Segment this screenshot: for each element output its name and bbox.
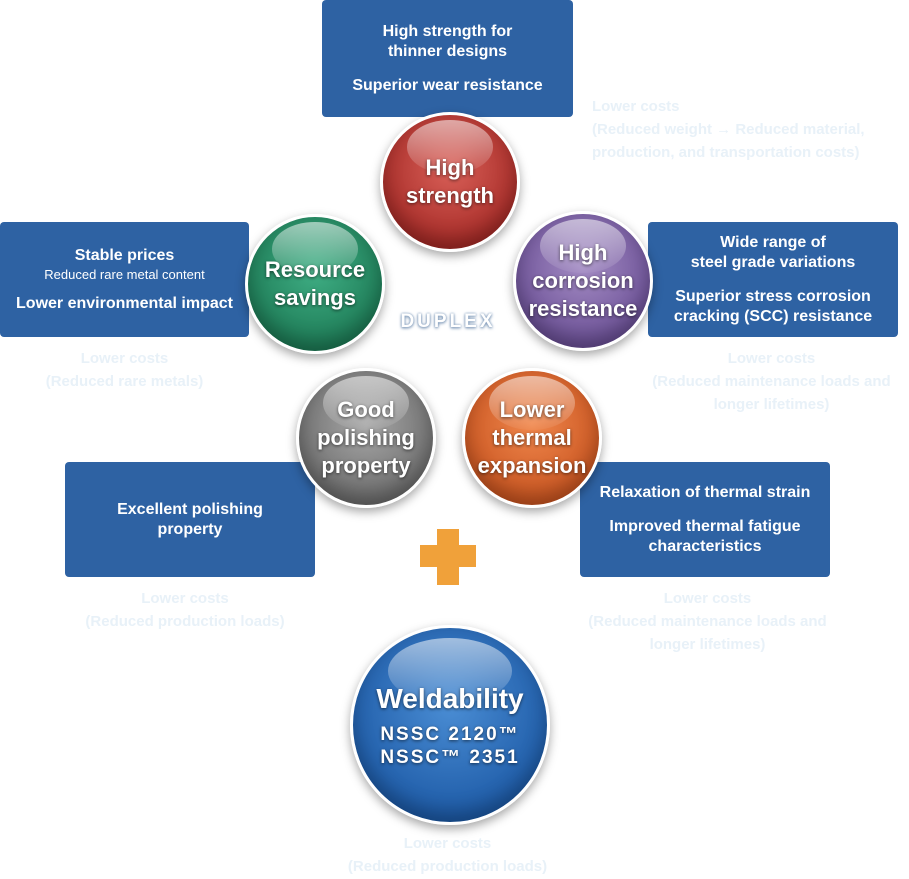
corrosion-line-3: resistance xyxy=(528,296,638,321)
note-bottom-left-line-2: (Reduced production loads) xyxy=(85,613,285,630)
bottom-right-box-line-3: characteristics xyxy=(648,537,762,555)
thermal-line-2: thermal xyxy=(492,425,572,450)
top-box-line-2: thinner designs xyxy=(387,42,508,60)
weldability-circle: Weldability NSSC 2120™ NSSC™ 2351 xyxy=(350,625,550,825)
resource-line-1: Resource xyxy=(264,257,366,282)
corrosion-resistance-circle: High corrosion resistance xyxy=(513,211,653,351)
note-right: Lower costs (Reduced maintenance loads a… xyxy=(634,347,909,416)
top-box-line-3: Superior wear resistance xyxy=(352,76,543,94)
note-bottom: Lower costs (Reduced production loads) xyxy=(315,832,580,878)
right-box-line-4: cracking (SCC) resistance xyxy=(673,307,873,325)
corrosion-line-2: corrosion xyxy=(532,268,634,293)
note-left-line-1: Lower costs xyxy=(80,350,169,367)
right-box-line-1: Wide range of xyxy=(720,233,826,251)
note-bottom-right-line-2: (Reduced maintenance loads and xyxy=(588,613,827,630)
note-left-line-2: (Reduced rare metals) xyxy=(45,373,204,390)
resource-benefits-box: Stable prices Reduced rare metal content… xyxy=(0,222,249,337)
high-strength-circle: High strength xyxy=(380,112,520,252)
weldability-line-2: NSSC™ 2351 xyxy=(380,747,520,768)
right-box-line-2: steel grade variations xyxy=(690,253,856,271)
note-right-line-2: (Reduced maintenance loads and xyxy=(652,373,891,390)
note-top-right: Lower costs (Reduced weight → Reduced ma… xyxy=(592,95,909,164)
note-bottom-line-1: Lower costs xyxy=(403,835,492,852)
thermal-expansion-circle: Lower thermal expansion xyxy=(462,368,602,508)
right-box-line-3: Superior stress corrosion xyxy=(675,287,871,305)
note-left: Lower costs (Reduced rare metals) xyxy=(0,347,249,393)
note-bottom-line-2: (Reduced production loads) xyxy=(347,858,548,875)
high-strength-line-2: strength xyxy=(406,183,494,208)
thermal-line-1: Lower xyxy=(499,397,565,422)
duplex-label: DUPLEX xyxy=(400,311,496,332)
polishing-benefits-box: Excellent polishing property xyxy=(65,462,315,577)
bottom-right-box-line-2: Improved thermal fatigue xyxy=(609,517,801,535)
high-strength-benefits-box: High strength for thinner designs Superi… xyxy=(322,0,573,117)
weldability-title: Weldability xyxy=(376,683,524,714)
resource-line-2: savings xyxy=(274,285,356,310)
polishing-line-3: property xyxy=(321,453,411,478)
note-top-right-line-3: production, and transportation costs) xyxy=(592,144,860,161)
top-box-line-1: High strength for xyxy=(382,22,513,40)
plus-icon xyxy=(420,529,476,585)
note-top-right-line-1: Lower costs xyxy=(592,98,680,115)
note-bottom-right: Lower costs (Reduced maintenance loads a… xyxy=(565,587,850,656)
note-bottom-right-line-3: longer lifetimes) xyxy=(649,636,766,653)
note-bottom-left: Lower costs (Reduced production loads) xyxy=(60,587,310,633)
high-strength-line-1: High xyxy=(425,155,475,180)
thermal-line-3: expansion xyxy=(477,453,587,478)
polishing-property-circle: Good polishing property xyxy=(296,368,436,508)
polishing-line-1: Good xyxy=(337,397,395,422)
resource-savings-circle: Resource savings xyxy=(245,214,385,354)
corrosion-line-1: High xyxy=(558,240,608,265)
polishing-line-2: polishing xyxy=(317,425,415,450)
corrosion-benefits-box: Wide range of steel grade variations Sup… xyxy=(648,222,898,337)
bottom-right-box-line-1: Relaxation of thermal strain xyxy=(599,483,811,501)
weldability-line-1: NSSC 2120™ xyxy=(380,724,520,745)
thermal-benefits-box: Relaxation of thermal strain Improved th… xyxy=(580,462,830,577)
note-bottom-right-line-1: Lower costs xyxy=(663,590,752,607)
left-box-line-2: Lower environmental impact xyxy=(16,294,233,312)
note-right-line-1: Lower costs xyxy=(727,350,816,367)
bottom-left-box-line-2: property xyxy=(157,520,223,538)
note-top-right-line-2: (Reduced weight → Reduced material, xyxy=(592,121,865,138)
left-box-sub: Reduced rare metal content xyxy=(44,266,205,282)
left-box-title: Stable prices xyxy=(74,246,175,264)
note-bottom-left-line-1: Lower costs xyxy=(141,590,229,607)
note-right-line-3: longer lifetimes) xyxy=(713,396,830,413)
bottom-left-box-line-1: Excellent polishing xyxy=(117,500,263,518)
